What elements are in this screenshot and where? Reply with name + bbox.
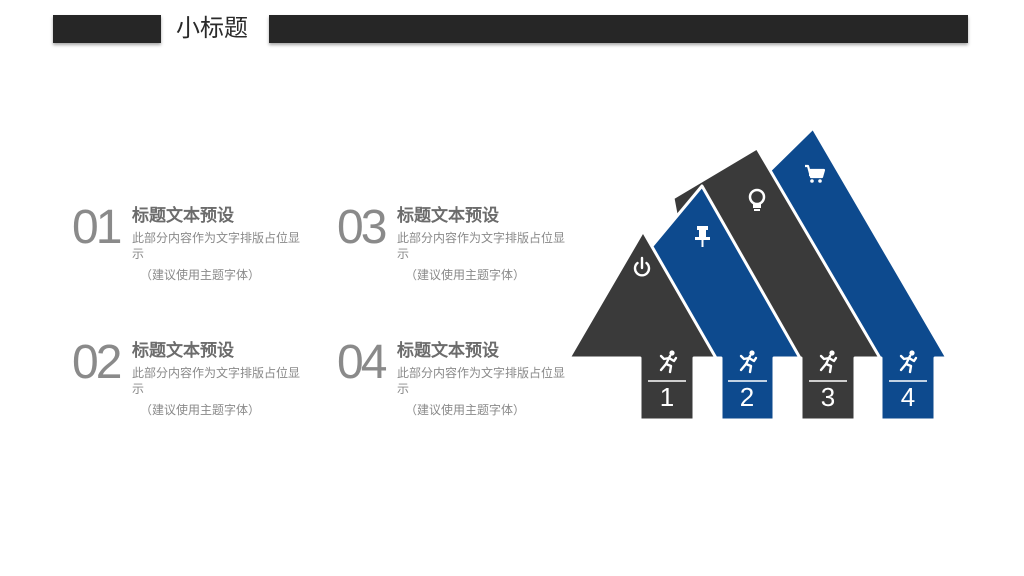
item-number: 01 <box>72 201 122 254</box>
item-description: 此部分内容作为文字排版占位显示 <box>397 231 566 261</box>
item-heading: 标题文本预设 <box>397 341 499 361</box>
item-description: 此部分内容作为文字排版占位显示 <box>132 231 301 261</box>
header-bar-left <box>53 15 161 43</box>
item-note: （建议使用主题字体） <box>140 403 261 417</box>
item-description: 此部分内容作为文字排版占位显示 <box>132 366 301 396</box>
lightbulb-icon <box>748 188 766 211</box>
item-note: （建议使用主题字体） <box>405 403 526 417</box>
item-heading: 标题文本预设 <box>132 341 234 361</box>
arrow-number-2: 2 <box>740 382 754 412</box>
cart-icon <box>805 164 826 183</box>
item-heading: 标题文本预设 <box>132 206 234 226</box>
item-note: （建议使用主题字体） <box>405 268 526 282</box>
item-note: （建议使用主题字体） <box>140 268 261 282</box>
pushpin-icon <box>695 226 710 247</box>
arrow-number-3: 3 <box>821 382 835 412</box>
header-bar-right <box>269 15 968 43</box>
item-heading: 标题文本预设 <box>397 206 499 226</box>
arrow-number-1: 1 <box>660 382 674 412</box>
item-description: 此部分内容作为文字排版占位显示 <box>397 366 566 396</box>
item-number: 02 <box>72 336 122 389</box>
slide-title: 小标题 <box>176 14 248 42</box>
item-number: 04 <box>337 336 387 389</box>
item-number: 03 <box>337 201 387 254</box>
arrow-1: 1 <box>567 229 718 422</box>
arrow-number-4: 4 <box>901 382 915 412</box>
power-icon <box>633 256 651 277</box>
